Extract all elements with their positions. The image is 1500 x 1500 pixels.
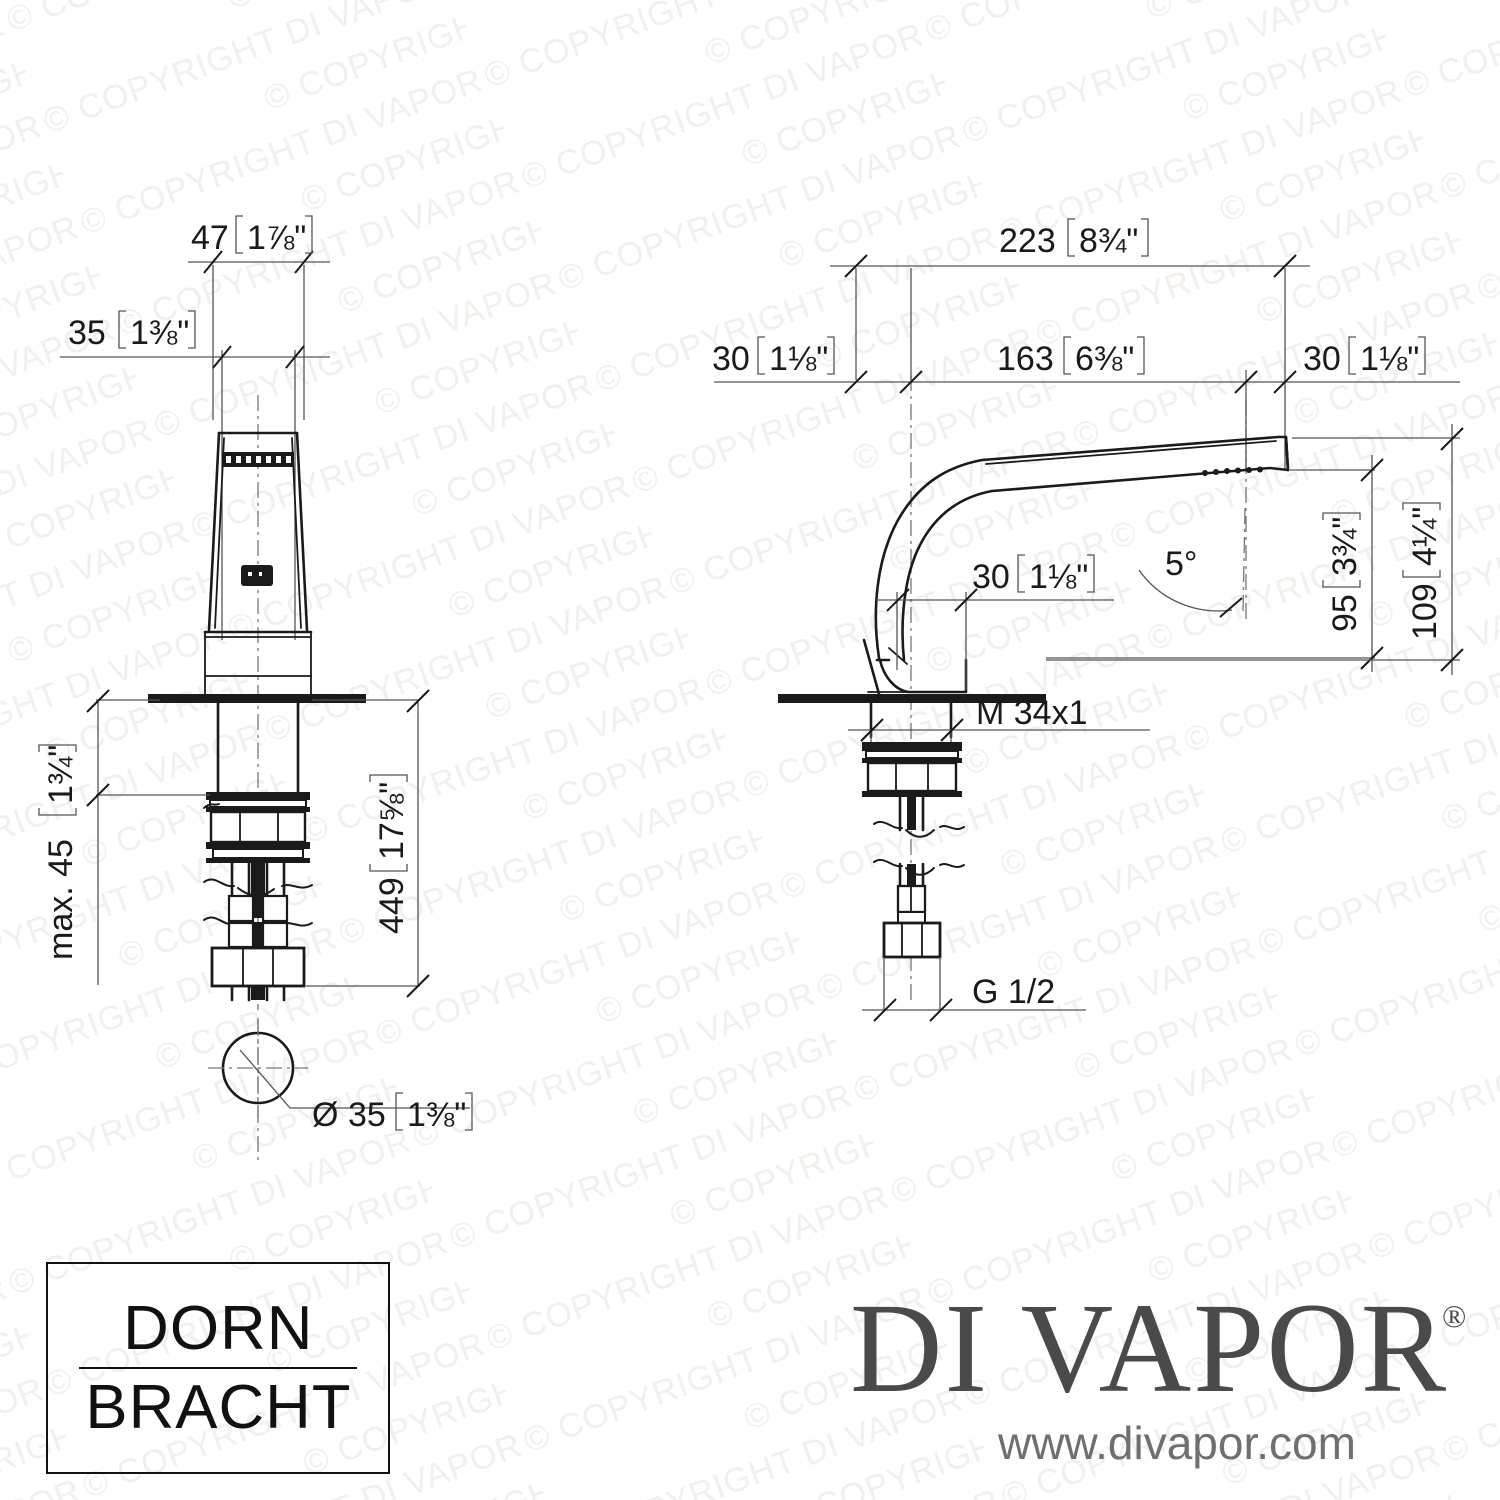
svg-text:30: 30 — [972, 558, 1010, 596]
svg-text:8¾": 8¾" — [1079, 222, 1138, 260]
front-view-group — [60, 250, 470, 1160]
dim-text-223: 223 8¾" — [999, 218, 1149, 260]
angle-reference-line — [1242, 507, 1246, 613]
dim-text-30-left: 30 1⅛" — [712, 336, 835, 378]
side-hose-fitting — [896, 884, 927, 925]
angle-arrow-5deg — [1219, 597, 1243, 618]
svg-text:163: 163 — [997, 340, 1054, 378]
svg-text:17⅝": 17⅝" — [373, 782, 411, 860]
dim-text-95: 95 3¾" — [1322, 512, 1364, 632]
svg-text:G 1/2: G 1/2 — [972, 973, 1055, 1011]
spout-top-highlight — [985, 440, 1277, 465]
svg-text:223: 223 — [999, 222, 1056, 260]
front-body-left-taper — [207, 431, 221, 632]
side-mounting-nut-assembly — [862, 742, 962, 797]
svg-text:1⅛": 1⅛" — [1029, 558, 1088, 596]
spout-lower-profile — [901, 466, 1290, 662]
svg-text:1⅜": 1⅜" — [407, 1096, 466, 1134]
front-mounting-surface — [148, 694, 366, 703]
front-sensor-window — [241, 565, 273, 586]
svg-text:109: 109 — [1406, 583, 1444, 640]
svg-text:30: 30 — [1303, 340, 1341, 378]
svg-text:M 34x1: M 34x1 — [976, 694, 1088, 732]
registered-trademark-icon: ® — [1442, 1298, 1467, 1334]
note-text-g12: G 1/2 — [972, 973, 1055, 1011]
dim-text-30-middle: 30 1⅛" — [972, 554, 1095, 596]
front-bottom-hex-nuts — [210, 946, 306, 988]
svg-text:47: 47 — [191, 219, 229, 257]
svg-text:35: 35 — [348, 1096, 386, 1134]
dornbracht-logo-line1: DORN — [122, 1294, 314, 1364]
svg-text:1¾": 1¾" — [42, 745, 80, 804]
svg-text:6⅜": 6⅜" — [1075, 340, 1134, 378]
dim-text-163: 163 6⅜" — [997, 336, 1145, 378]
svg-text:1⅜": 1⅜" — [130, 314, 189, 352]
front-body-right-taper — [295, 431, 309, 632]
dim-text-47: 47 1⅞" — [191, 215, 313, 257]
svg-text:95: 95 — [1326, 594, 1364, 632]
note-text-m34: M 34x1 — [976, 694, 1088, 732]
dim-text-diameter-35: Ø 35 1⅜" — [312, 1092, 473, 1134]
dim-text-angle-5deg: 5° — [1165, 545, 1198, 583]
svg-text:1⅞": 1⅞" — [247, 219, 306, 257]
svg-text:1⅛": 1⅛" — [1360, 340, 1419, 378]
divapor-logo: DI VAPOR ® www.divapor.com — [850, 1284, 1470, 1478]
spout-base-block — [878, 658, 968, 694]
dornbracht-logo: DORN BRACHT — [46, 1262, 390, 1474]
front-mounting-nut-assembly — [206, 792, 310, 863]
dim-text-30-right: 30 1⅛" — [1303, 336, 1426, 378]
svg-text:max. 45: max. 45 — [42, 839, 80, 960]
divapor-wordmark: DI VAPOR — [850, 1277, 1449, 1419]
side-hose-fill-b — [907, 864, 916, 888]
spout-tip-face — [1284, 435, 1290, 472]
side-hose-fill-a — [907, 797, 916, 830]
svg-text:3¾": 3¾" — [1326, 517, 1364, 576]
side-g12-hex-nut — [882, 921, 942, 959]
svg-text:35: 35 — [68, 314, 106, 352]
side-break-symbol-1 — [873, 820, 965, 838]
dim-text-449: 449 17⅝" — [369, 774, 411, 934]
dim-text-max45: max. 45 1¾" — [38, 744, 80, 960]
svg-text:5°: 5° — [1165, 545, 1198, 583]
divapor-website-url: www.divapor.com — [998, 1417, 1356, 1469]
svg-text:30: 30 — [712, 340, 750, 378]
dim-text-35: 35 1⅜" — [68, 310, 196, 352]
svg-text:1⅛": 1⅛" — [769, 340, 828, 378]
svg-text:Ø: Ø — [312, 1096, 338, 1134]
dornbracht-logo-line2: BRACHT — [84, 1372, 352, 1442]
svg-text:449: 449 — [373, 877, 411, 934]
side-break-symbol-2 — [873, 858, 965, 876]
svg-text:4¼": 4¼" — [1406, 507, 1444, 566]
dornbracht-logo-divider — [79, 1366, 357, 1369]
dim-text-109: 109 4¼" — [1402, 502, 1444, 640]
